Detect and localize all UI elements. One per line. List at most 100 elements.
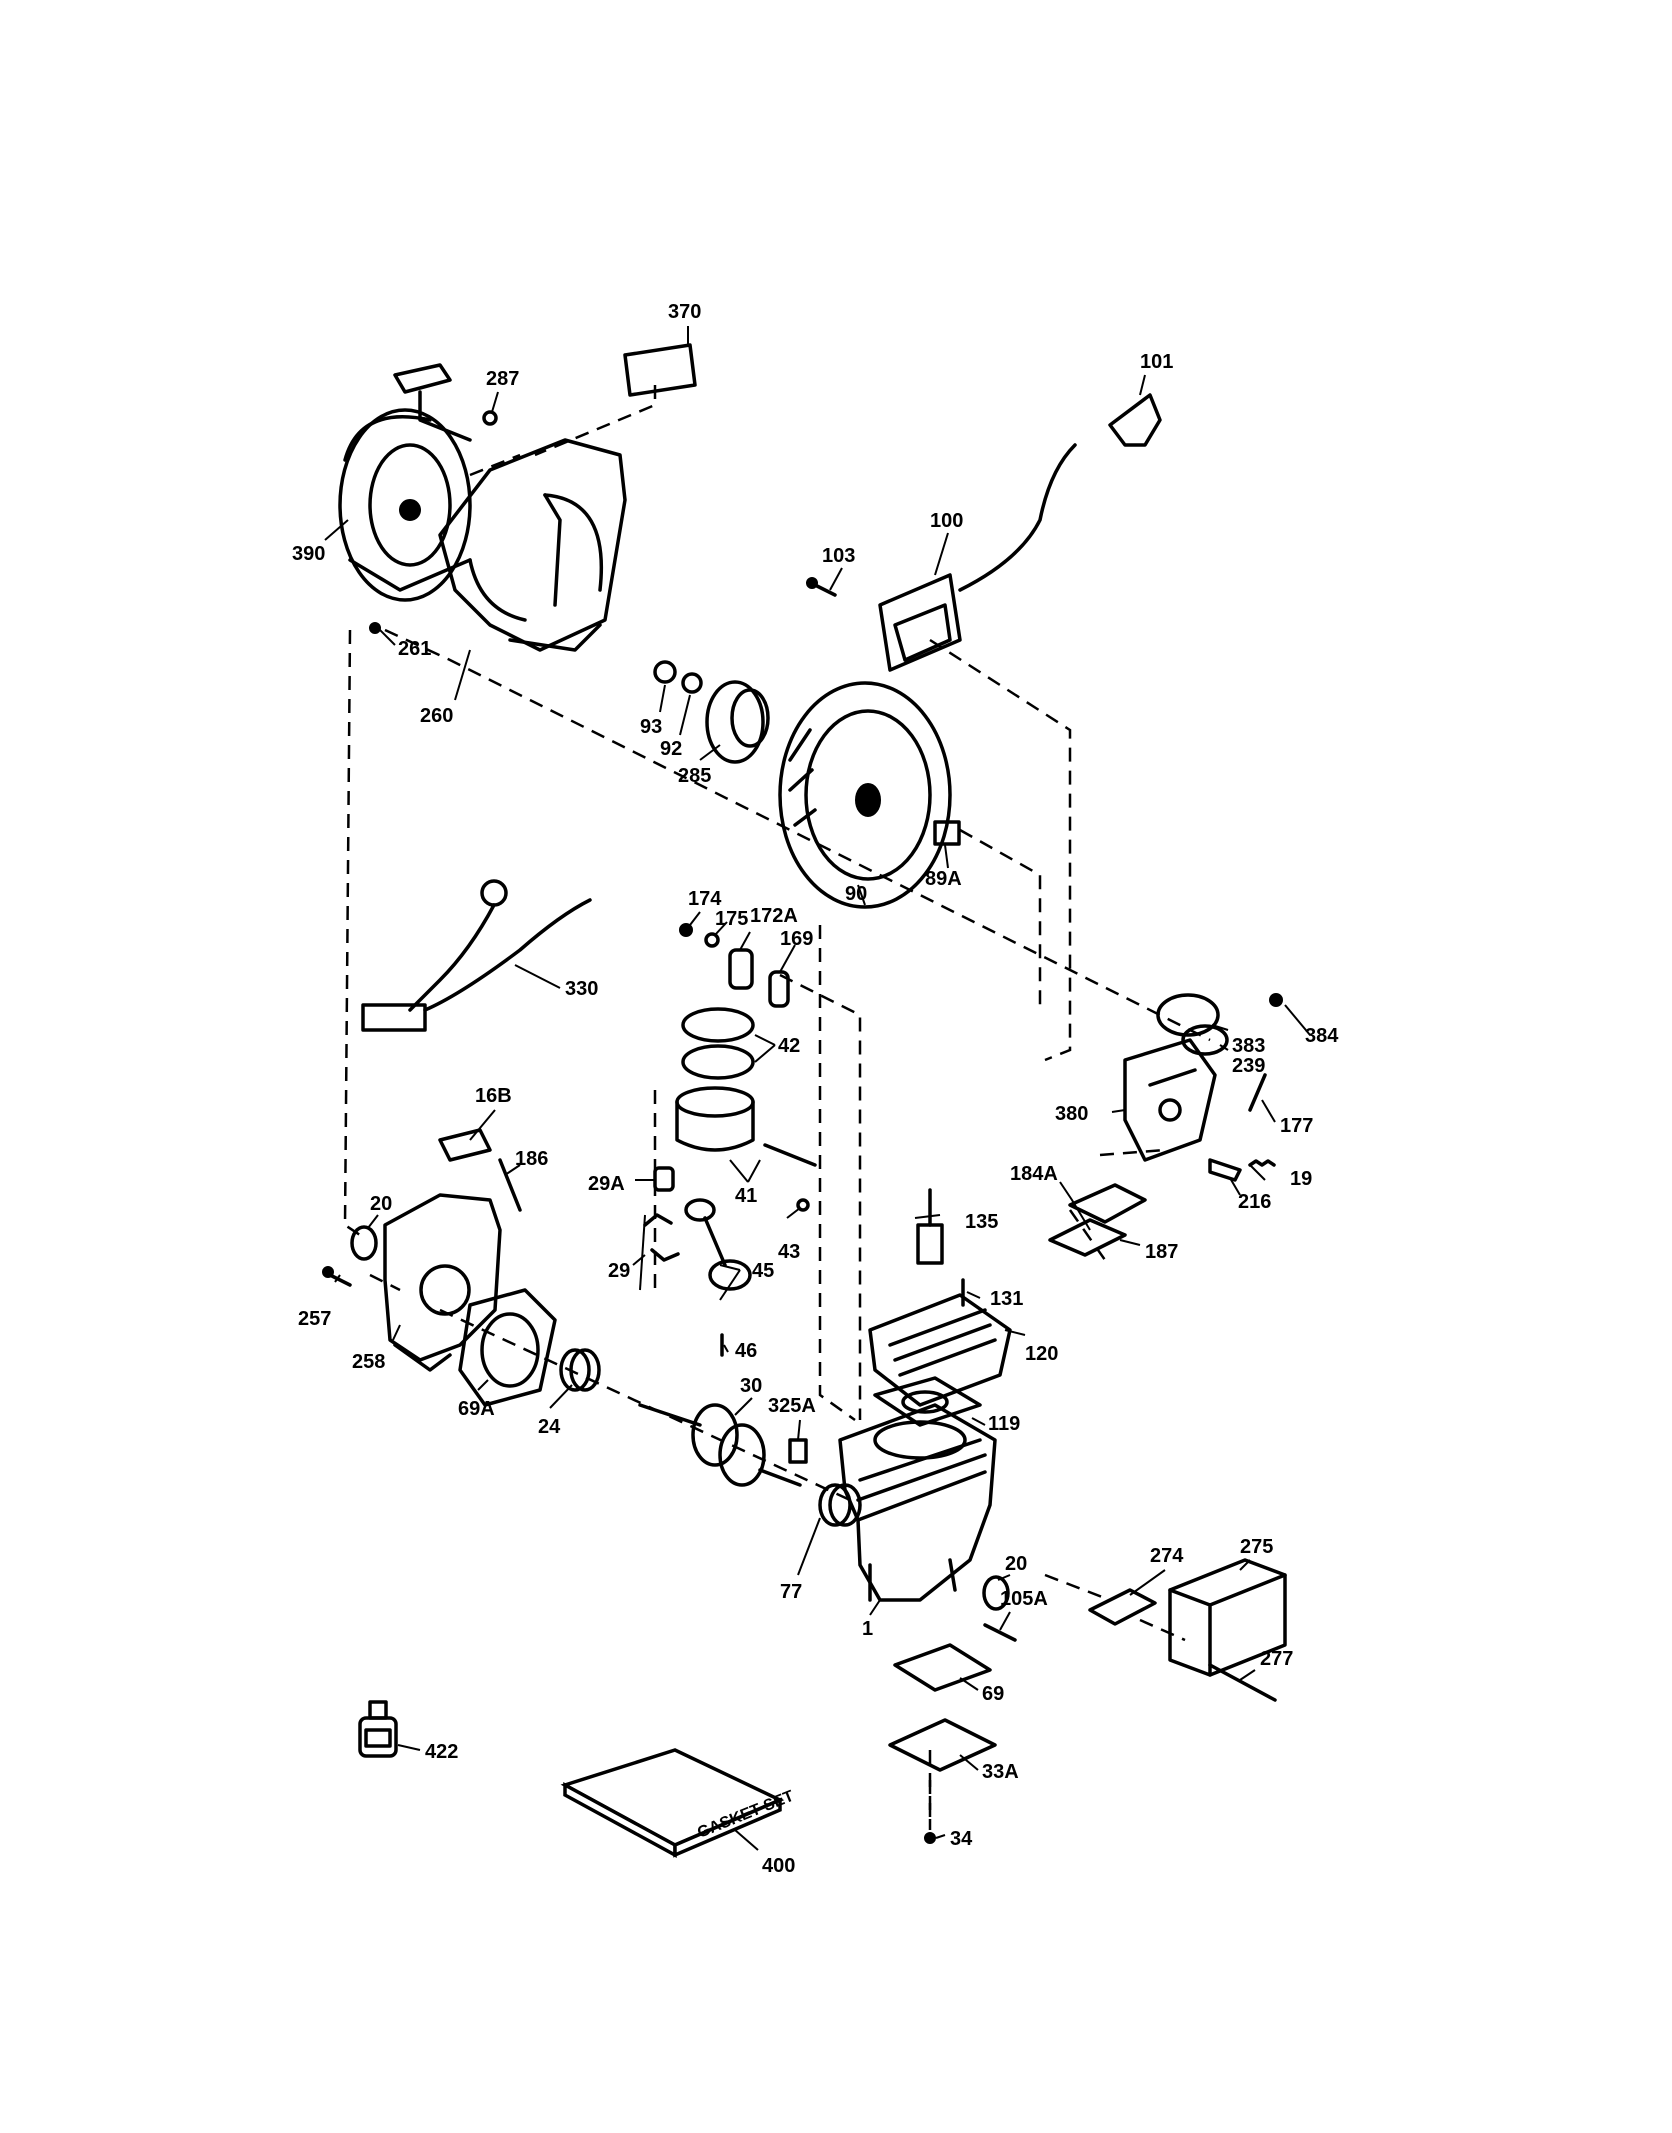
part-400-gasket-set: GASKET SET bbox=[560, 1748, 796, 1858]
part-172A-gasket bbox=[728, 948, 754, 990]
part-330-wiring-harness bbox=[361, 879, 592, 1032]
part-257-screw bbox=[322, 1266, 352, 1287]
label-380: 380 bbox=[1055, 1103, 1088, 1125]
label-400: 400 bbox=[762, 1855, 795, 1877]
part-93-nut bbox=[653, 660, 677, 684]
label-186: 186 bbox=[515, 1148, 548, 1170]
label-30: 30 bbox=[740, 1375, 762, 1397]
label-89A: 89A bbox=[925, 868, 962, 890]
label-100: 100 bbox=[930, 510, 963, 532]
part-274-muffler-gasket bbox=[1088, 1588, 1157, 1626]
part-390-recoil-starter bbox=[338, 363, 472, 602]
label-285: 285 bbox=[678, 765, 711, 787]
part-1-cylinder-block bbox=[838, 1403, 997, 1602]
label-261: 261 bbox=[398, 638, 431, 660]
part-77-bearing bbox=[818, 1483, 862, 1527]
label-41: 41 bbox=[735, 1185, 757, 1207]
part-69A-gasket bbox=[458, 1288, 557, 1407]
label-16B: 16B bbox=[475, 1085, 512, 1107]
label-69: 69 bbox=[982, 1683, 1004, 1705]
label-69A: 69A bbox=[458, 1398, 495, 1420]
part-105A-stud bbox=[983, 1623, 1017, 1642]
part-175-washer bbox=[704, 932, 720, 948]
part-29A-needle-bearing bbox=[653, 1166, 675, 1192]
label-77: 77 bbox=[780, 1581, 802, 1603]
label-46: 46 bbox=[735, 1340, 757, 1362]
part-135-spark-plug bbox=[916, 1188, 944, 1265]
label-1: 1 bbox=[862, 1618, 873, 1640]
label-131: 131 bbox=[990, 1288, 1023, 1310]
part-92-washer bbox=[681, 672, 703, 694]
label-101: 101 bbox=[1140, 351, 1173, 373]
label-29A: 29A bbox=[588, 1173, 625, 1195]
label-174: 174 bbox=[688, 888, 722, 910]
label-43: 43 bbox=[778, 1241, 800, 1263]
label-105A: 105A bbox=[1000, 1588, 1048, 1610]
part-287-screw bbox=[482, 410, 498, 426]
label-277: 277 bbox=[1260, 1648, 1293, 1670]
part-422-oil-bottle bbox=[358, 1700, 398, 1758]
label-384: 384 bbox=[1305, 1025, 1339, 1047]
label-325A: 325A bbox=[768, 1395, 816, 1417]
label-175: 175 bbox=[715, 908, 748, 930]
part-177-screw bbox=[1248, 1073, 1267, 1112]
part-187-gasket bbox=[1048, 1218, 1127, 1257]
label-119: 119 bbox=[988, 1413, 1020, 1435]
label-390: 390 bbox=[292, 543, 325, 565]
label-93: 93 bbox=[640, 716, 662, 738]
label-20-upper: 20 bbox=[370, 1193, 392, 1215]
label-24: 24 bbox=[538, 1416, 561, 1438]
label-184A: 184A bbox=[1010, 1163, 1058, 1185]
part-174-screw bbox=[679, 923, 693, 937]
label-370: 370 bbox=[668, 301, 701, 323]
part-20-oil-seal-upper bbox=[350, 1225, 378, 1261]
part-370-decal bbox=[623, 343, 697, 397]
label-187: 187 bbox=[1145, 1241, 1178, 1263]
part-29-bearing-set bbox=[639, 1213, 680, 1291]
part-258-crankcase-cover bbox=[383, 1193, 502, 1372]
part-20-oil-seal-lower bbox=[982, 1575, 1010, 1611]
part-69-gasket bbox=[893, 1643, 992, 1692]
label-34: 34 bbox=[950, 1828, 973, 1850]
part-285-starter-cup bbox=[705, 680, 770, 764]
part-34-screw bbox=[924, 1832, 936, 1844]
label-42: 42 bbox=[778, 1035, 800, 1057]
label-120: 120 bbox=[1025, 1343, 1058, 1365]
part-45-connecting-rod bbox=[684, 1198, 752, 1291]
part-383-air-intake bbox=[1156, 993, 1220, 1037]
part-100-ignition-module bbox=[878, 443, 1077, 672]
part-103-screw bbox=[806, 577, 837, 597]
label-260: 260 bbox=[420, 705, 453, 727]
part-277-screw bbox=[1208, 1663, 1277, 1702]
label-29: 29 bbox=[608, 1260, 630, 1282]
part-260-blower-housing bbox=[438, 438, 627, 652]
label-258: 258 bbox=[352, 1351, 385, 1373]
part-384-screw bbox=[1269, 993, 1283, 1007]
label-92: 92 bbox=[660, 738, 682, 760]
label-33A: 33A bbox=[982, 1761, 1019, 1783]
label-45: 45 bbox=[752, 1260, 774, 1282]
part-380-carburetor bbox=[1123, 1038, 1217, 1162]
part-184A-gasket bbox=[1068, 1183, 1147, 1224]
part-120-cylinder-head bbox=[868, 1293, 1012, 1407]
part-labels: 370 287 101 390 100 103 261 260 93 92 28… bbox=[292, 301, 1339, 1877]
label-172A: 172A bbox=[750, 905, 798, 927]
label-177: 177 bbox=[1280, 1115, 1313, 1137]
part-169-gasket bbox=[768, 970, 790, 1008]
label-275: 275 bbox=[1240, 1536, 1273, 1558]
part-16B-bracket bbox=[438, 1128, 492, 1162]
part-186-link bbox=[498, 1158, 522, 1212]
label-383: 383 bbox=[1232, 1035, 1265, 1057]
label-287: 287 bbox=[486, 368, 519, 390]
part-89A-flywheel-key bbox=[933, 820, 961, 846]
label-19: 19 bbox=[1290, 1168, 1312, 1190]
part-239-gasket bbox=[1181, 1024, 1229, 1056]
part-325A-part bbox=[788, 1438, 808, 1464]
part-216-lever bbox=[1208, 1158, 1242, 1182]
label-135: 135 bbox=[965, 1211, 998, 1233]
label-90: 90 bbox=[845, 883, 867, 905]
label-103: 103 bbox=[822, 545, 855, 567]
label-257: 257 bbox=[298, 1308, 331, 1330]
label-422: 422 bbox=[425, 1741, 458, 1763]
